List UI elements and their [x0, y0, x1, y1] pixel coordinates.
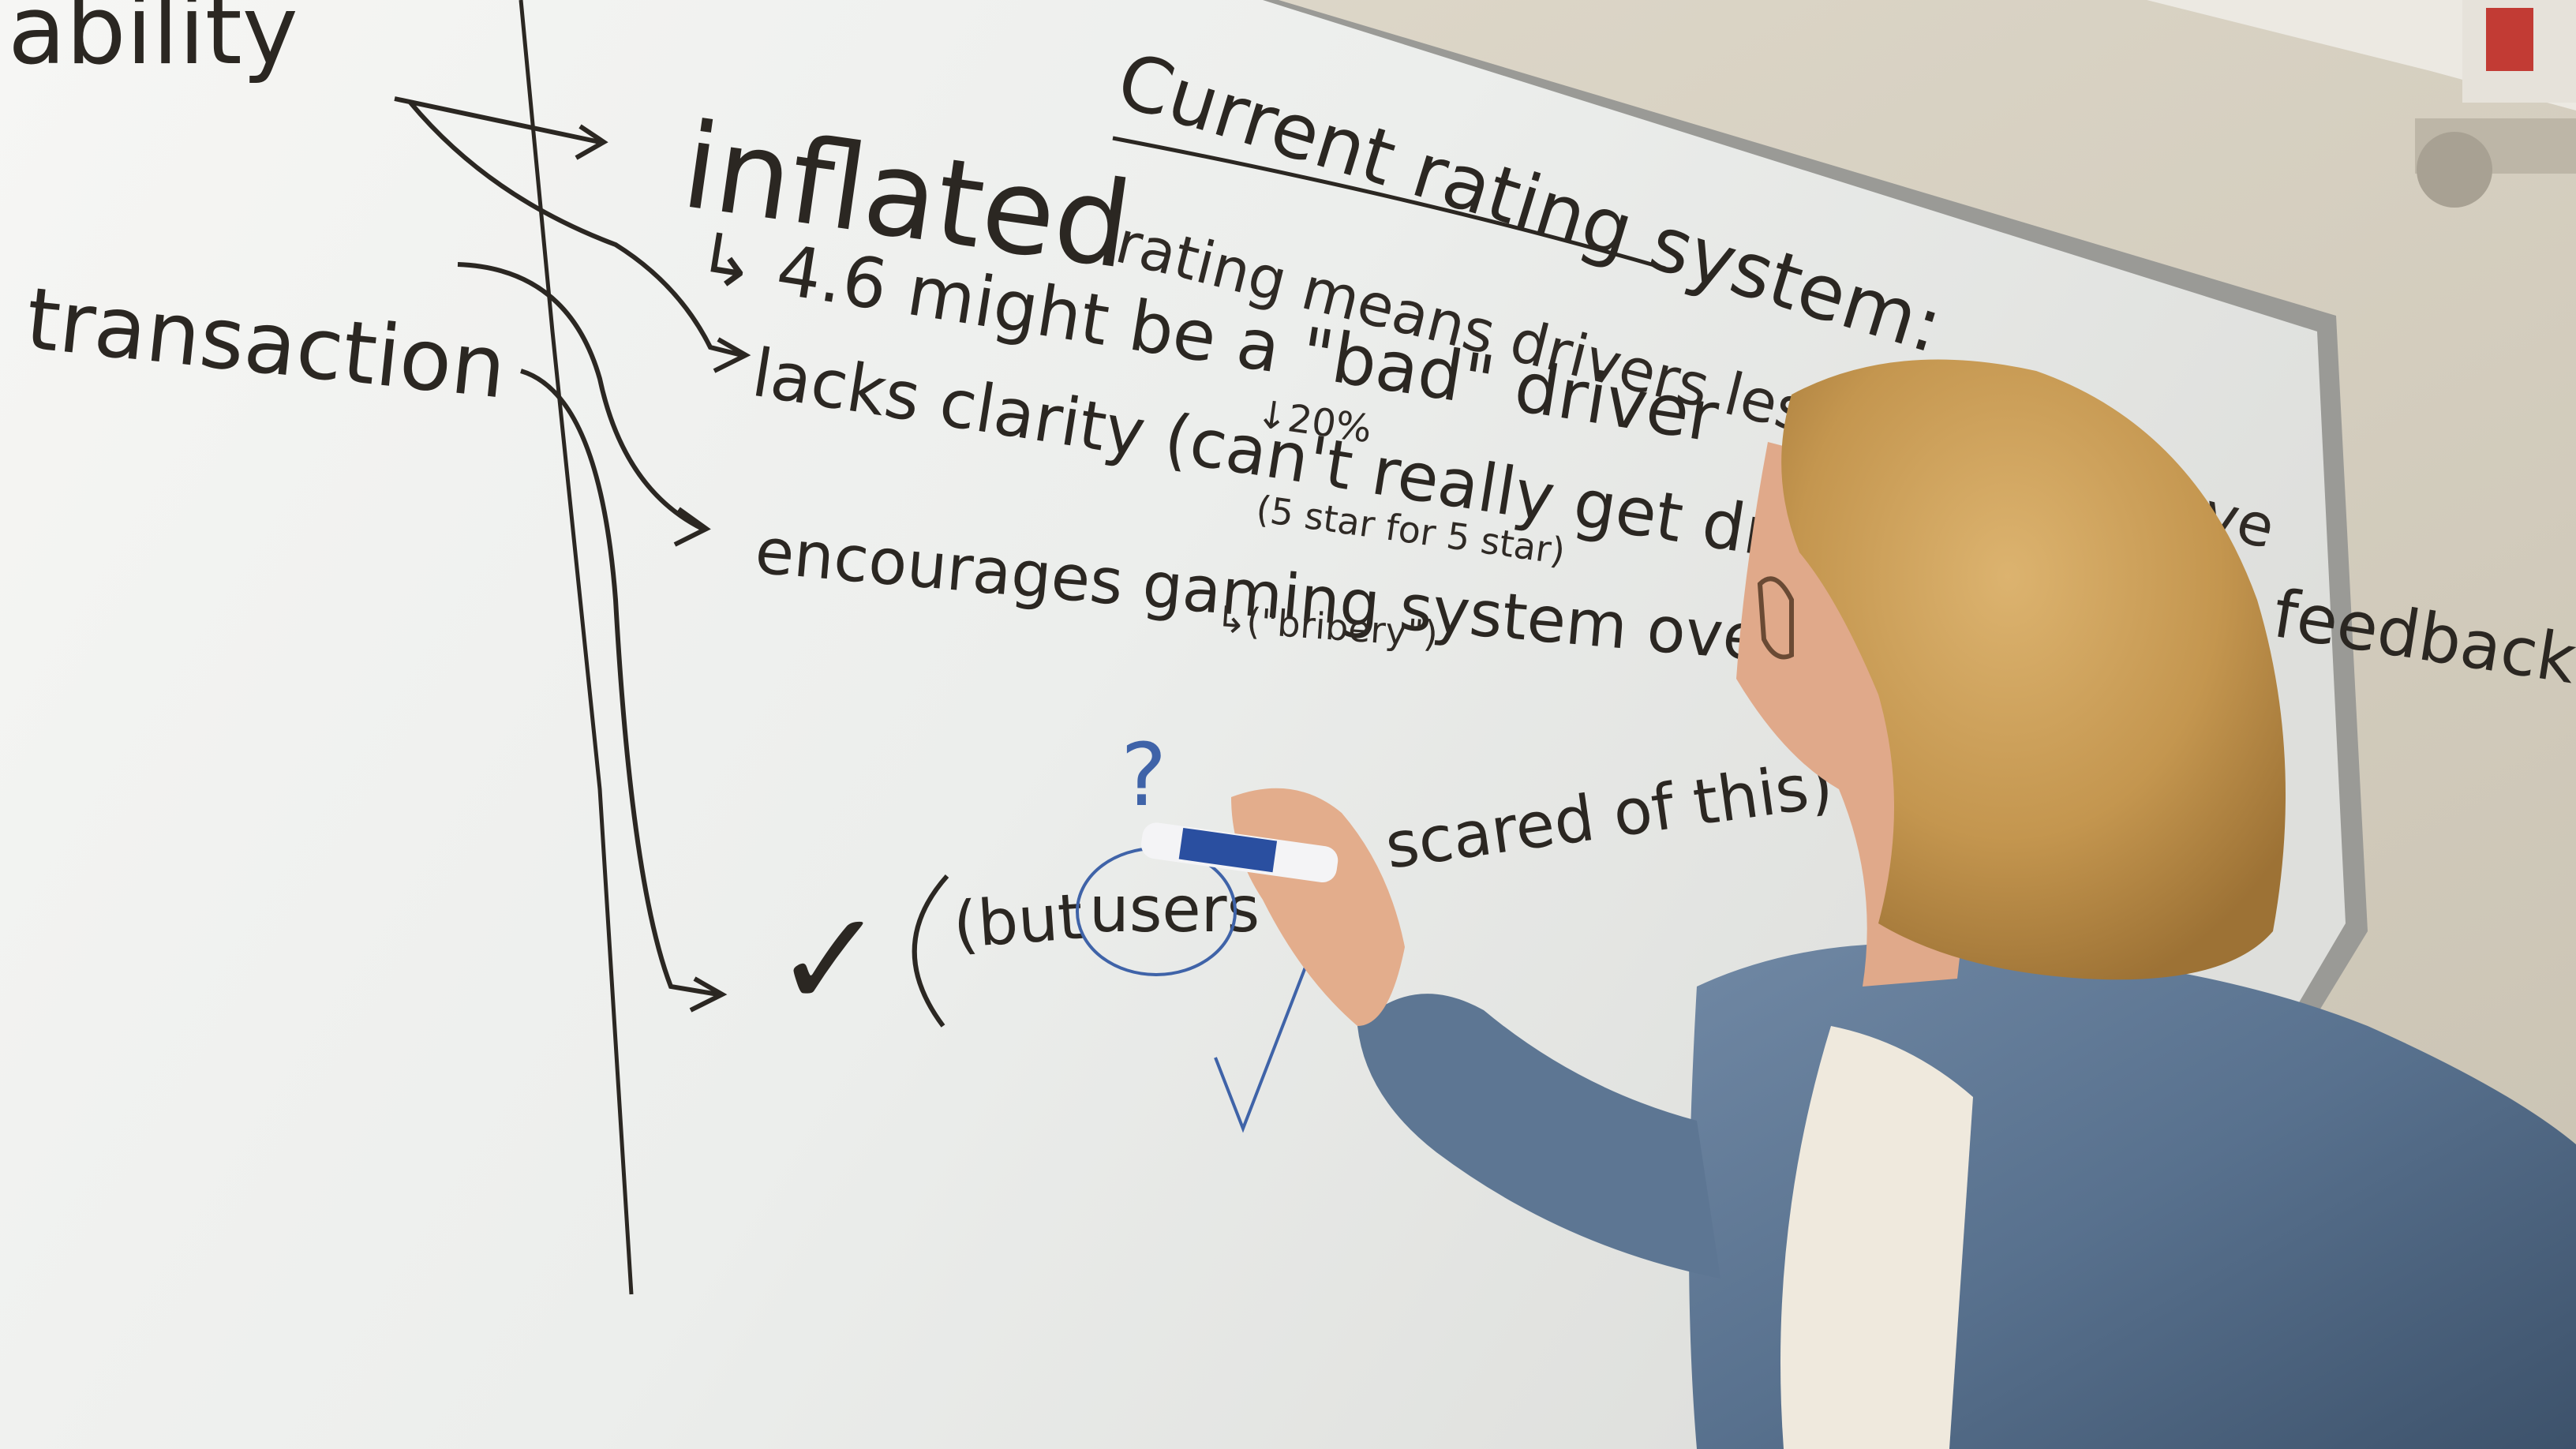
open-paren: [912, 874, 949, 1028]
white-shirt: [1780, 1026, 1973, 1449]
question-mark: ?: [1121, 724, 1166, 826]
glasses: [1757, 576, 1794, 660]
woman-figure: [1140, 359, 2576, 1449]
check-mark: ✓: [773, 882, 886, 1039]
blue-check-mark: [1214, 954, 1312, 1133]
note-but: (but: [951, 880, 1085, 962]
ceiling-pipe: [2147, 0, 2576, 208]
divider-line-left: [519, 0, 634, 1295]
heading-underline: [1112, 136, 1666, 271]
connector-arrows: [394, 96, 751, 1013]
jacket-arm: [1357, 994, 1720, 1279]
blonde-hair: [1781, 359, 2286, 980]
word-ability: ability: [8, 0, 298, 86]
blue-marker: [1140, 822, 1339, 883]
